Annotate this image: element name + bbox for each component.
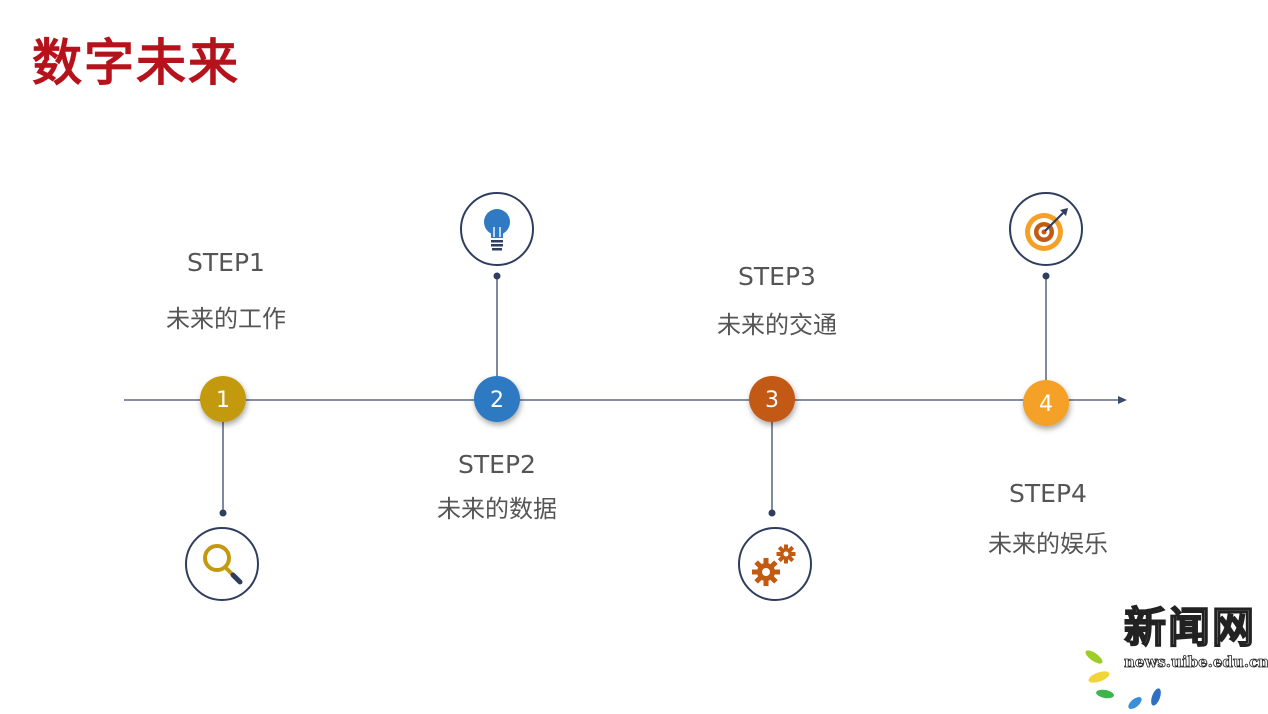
svg-text:4: 4: [1039, 392, 1053, 417]
step-desc-3: 未来的交通: [717, 311, 837, 339]
step-marker-2: 2: [474, 376, 520, 422]
step-title-3: STEP3: [738, 262, 816, 291]
magnifier-icon: [185, 527, 259, 601]
step-desc-2: 未来的数据: [437, 495, 557, 523]
svg-text:2: 2: [490, 388, 504, 413]
svg-text:3: 3: [765, 388, 779, 413]
connector-dot-3: [768, 509, 776, 517]
step-title-1: STEP1: [187, 248, 265, 277]
step-marker-4: 4: [1023, 380, 1069, 426]
lightbulb-icon: [460, 192, 534, 266]
timeline-arrow-icon: [1118, 396, 1127, 404]
step-label-3: STEP3 未来的交通: [677, 262, 877, 340]
watermark-logo: 新闻网 news.uibe.edu.cn: [1080, 603, 1268, 714]
step-marker-3: 3: [749, 376, 795, 422]
step-title-4: STEP4: [1009, 479, 1087, 508]
step-marker-1: 1: [200, 376, 246, 422]
svg-text:1: 1: [216, 388, 230, 413]
connector-dot-1: [219, 509, 227, 517]
logo-name: 新闻网: [1123, 603, 1257, 652]
gears-icon: [738, 527, 812, 601]
step-desc-4: 未来的娱乐: [988, 530, 1108, 558]
step-label-1: STEP1 未来的工作: [126, 248, 326, 334]
target-icon: [1009, 192, 1083, 266]
connector-dot-4: [1042, 272, 1050, 280]
connector-dot-2: [493, 272, 501, 280]
step-desc-1: 未来的工作: [166, 305, 286, 333]
step-label-2: STEP2 未来的数据: [397, 450, 597, 524]
page-title: 数字未来: [32, 34, 240, 92]
step-label-4: STEP4 未来的娱乐: [948, 479, 1148, 559]
logo-leaves-icon: [1085, 650, 1161, 709]
logo-url: news.uibe.edu.cn: [1124, 653, 1268, 672]
step-title-2: STEP2: [458, 450, 536, 479]
